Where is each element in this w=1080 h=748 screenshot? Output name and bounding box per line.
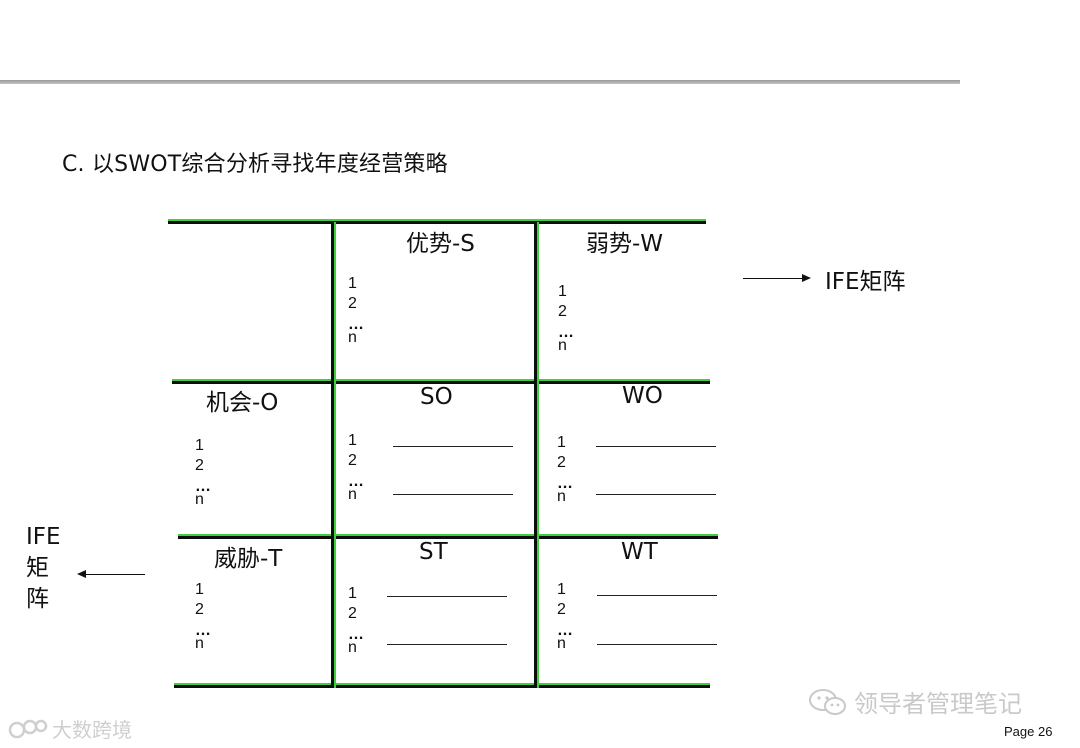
list-item-2: 2 [195,601,204,618]
wechat-icon [809,688,846,715]
watermark-right-text: 领导者管理笔记 [854,690,1022,718]
list-ellipsis: … [557,622,574,639]
ife-label-line3: 阵 [26,586,49,612]
list-item-2: 2 [557,601,566,618]
list-ellipsis: … [348,316,365,333]
header-weaknesses: 弱势-W [586,231,664,257]
list-item-1: 1 [558,283,567,300]
list-ellipsis: … [558,324,575,341]
list-wo: 1 2 … n [557,433,574,505]
blank-line-so-1 [393,446,513,447]
list-item-2: 2 [558,303,567,320]
arrow-left-icon [77,570,145,578]
blank-line-st-1 [387,596,507,597]
watermark-right: 领导者管理笔记 [808,684,1022,719]
blank-line-wo-2 [596,494,716,495]
grid-line-bottom [174,685,710,688]
list-item-1: 1 [348,275,357,292]
list-item-1: 1 [195,437,204,454]
header-threats: 威胁-T [214,546,283,572]
list-ellipsis: … [195,622,212,639]
watermark-left: 大数跨境 [8,714,132,743]
blank-line-st-2 [387,644,507,645]
list-item-1: 1 [557,434,566,451]
list-ellipsis: … [348,473,365,490]
list-so: 1 2 … n [348,431,365,503]
list-item-2: 2 [348,295,357,312]
blank-line-wt-2 [597,644,717,645]
page-number: Page 26 [1004,724,1053,739]
ife-matrix-label-right: IFE矩阵 [825,269,906,295]
cell-label-so: SO [420,384,453,410]
list-wt: 1 2 … n [557,580,574,652]
list-item-2: 2 [348,452,357,469]
list-ellipsis: … [195,478,212,495]
list-item-2: 2 [557,454,566,471]
list-threats: 1 2 … n [195,580,212,652]
cell-label-wo: WO [622,383,663,409]
list-item-n: n [195,491,204,508]
list-st: 1 2 … n [348,584,365,656]
watermark-left-text: 大数跨境 [52,718,132,742]
list-item-n: n [557,488,566,505]
top-rule [0,80,960,84]
header-strengths: 优势-S [406,231,475,257]
list-item-n: n [557,635,566,652]
grid-line-row2 [178,536,718,539]
list-item-n: n [348,639,357,656]
cell-label-st: ST [419,539,448,565]
arrow-right-icon [743,274,811,282]
ife-matrix-label-left: IFE 矩 阵 [26,522,61,615]
list-ellipsis: … [348,626,365,643]
grid-line-col2 [534,222,537,688]
watermark-logo-icon [8,719,48,738]
list-item-n: n [558,337,567,354]
list-weaknesses: 1 2 … n [558,282,575,354]
ife-label-line1: IFE [26,524,61,550]
list-item-n: n [348,486,357,503]
list-strengths: 1 2 … n [348,274,365,346]
header-opportunities: 机会-O [206,390,279,416]
list-item-2: 2 [348,605,357,622]
grid-line-col1 [331,222,334,688]
list-item-1: 1 [195,581,204,598]
list-item-1: 1 [348,432,357,449]
list-item-2: 2 [195,457,204,474]
blank-line-so-2 [393,494,513,495]
list-item-n: n [195,635,204,652]
blank-line-wo-1 [596,446,716,447]
cell-label-wt: WT [621,539,658,565]
grid-line-row1 [172,381,710,384]
list-item-1: 1 [348,585,357,602]
slide-heading: C. 以SWOT综合分析寻找年度经营策略 [62,152,448,177]
list-item-1: 1 [557,581,566,598]
blank-line-wt-1 [597,595,717,596]
grid-line-top [168,221,706,224]
list-item-n: n [348,329,357,346]
ife-label-line2: 矩 [26,555,49,581]
list-ellipsis: … [557,475,574,492]
list-opportunities: 1 2 … n [195,436,212,508]
